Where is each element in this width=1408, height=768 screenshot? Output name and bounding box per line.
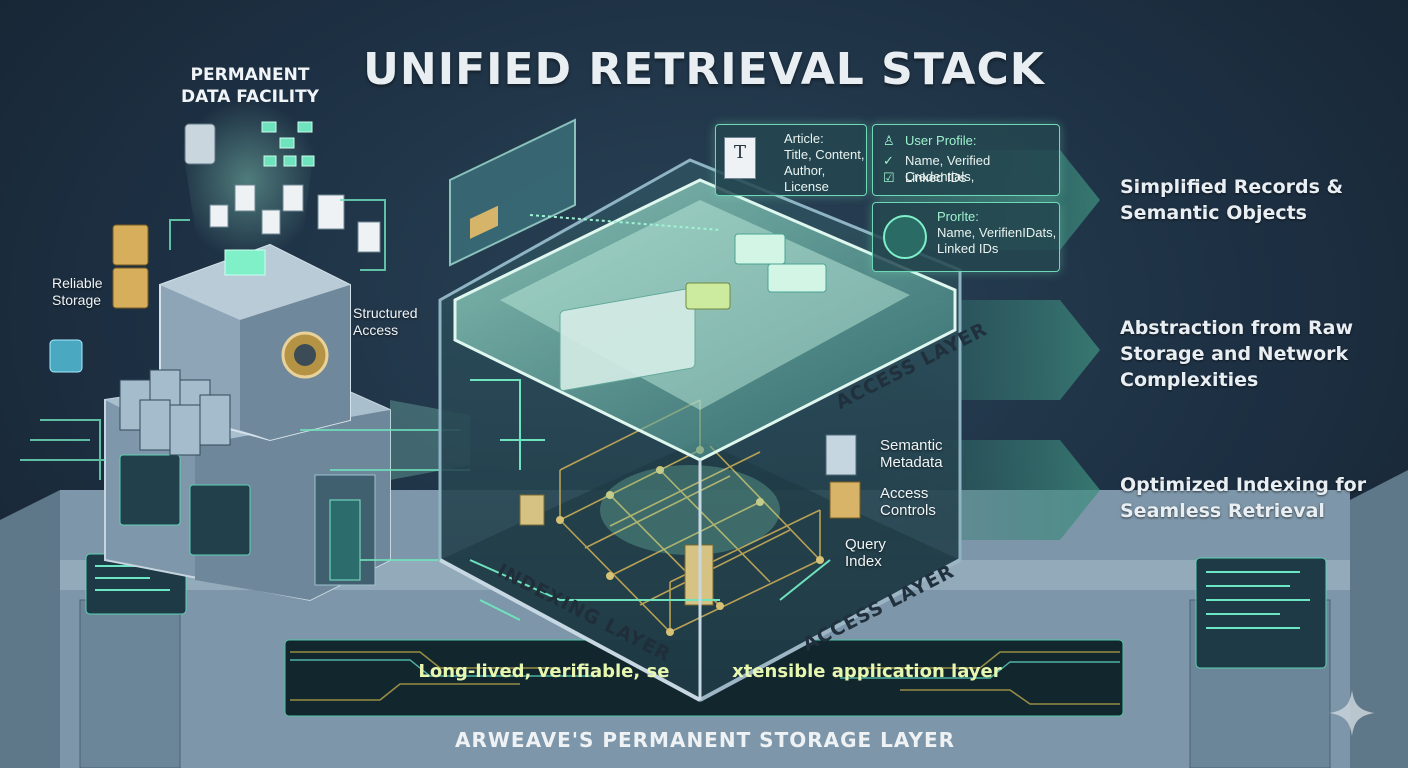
query-index-label: Query Index [845,536,886,570]
profile-card-line: Name, VerifienIDats, [937,225,1057,240]
user-profile-card: ♙ User Profile: ✓ Name, Verified Credent… [872,124,1060,196]
access-controls-line2: Controls [880,502,936,519]
access-controls-label: Access Controls [880,485,936,519]
semantic-metadata-line1: Semantic [880,437,943,454]
avatar-icon [883,215,927,259]
benefit-3-line2: Seamless Retrieval [1120,500,1325,522]
article-card-line: Author, [784,163,826,178]
application-layer-band-text: Long-lived, verifiable, se xtensible app… [418,661,1002,682]
profile-card-head: Prorlte: [937,209,979,224]
reliable-storage-label: Reliable Storage [52,275,103,309]
profile-card-line: Linked IDs [937,241,999,256]
data-facility-building [20,121,391,602]
article-card: T Article: Title, Content, Author, Licen… [715,124,867,196]
facility-title: PERMANENT DATA FACILITY [150,64,350,108]
storage-layer-caption: ARWEAVE'S PERMANENT STORAGE LAYER [454,728,956,752]
benefit-1-line1: Simplified Records & [1120,176,1344,198]
facility-title-line2: DATA FACILITY [181,87,319,107]
retrieval-cube [438,118,962,702]
checkbox-icon: ☑ [883,170,895,185]
benefit-2-line2: Storage and Network [1120,343,1349,365]
benefit-1: Simplified Records & Semantic Objects [1120,174,1380,226]
benefit-2: Abstraction from Raw Storage and Network… [1120,315,1380,393]
user-profile-card-line: Linked IDs [905,170,967,185]
structured-access-label: Structured Access [353,305,418,339]
article-card-line: License [784,179,829,194]
query-index-line2: Index [845,553,882,570]
benefit-2-line3: Complexities [1120,369,1259,391]
user-profile-card-line: Name, Verified Credentials, [905,153,991,184]
access-controls-line1: Access [880,485,929,502]
semantic-metadata-label: Semantic Metadata [880,437,943,471]
reliable-storage-line2: Storage [52,292,102,308]
profile-card: Prorlte: Name, VerifienIDats, Linked IDs [872,202,1060,272]
article-card-head: Article: [784,131,824,146]
benefit-1-line2: Semantic Objects [1120,202,1307,224]
article-card-line: Title, Content, [784,147,865,162]
query-index-line1: Query [845,536,886,553]
diagram-title: UNIFIED RETRIEVAL STACK [363,44,1045,95]
facility-title-line1: PERMANENT [190,65,310,85]
user-profile-card-head: User Profile: [905,133,977,148]
structured-access-line2: Access [353,322,399,338]
benefit-3: Optimized Indexing for Seamless Retrieva… [1120,472,1380,524]
structured-access-line1: Structured [353,305,418,321]
check-icon: ✓ [883,153,894,168]
person-icon: ♙ [883,133,895,148]
document-icon: T [724,137,756,179]
sparkle-logo-icon [1329,690,1375,736]
benefit-2-line1: Abstraction from Raw [1120,317,1354,339]
semantic-metadata-line2: Metadata [880,454,943,471]
benefit-3-line1: Optimized Indexing for [1120,474,1367,496]
reliable-storage-line1: Reliable [52,275,103,291]
